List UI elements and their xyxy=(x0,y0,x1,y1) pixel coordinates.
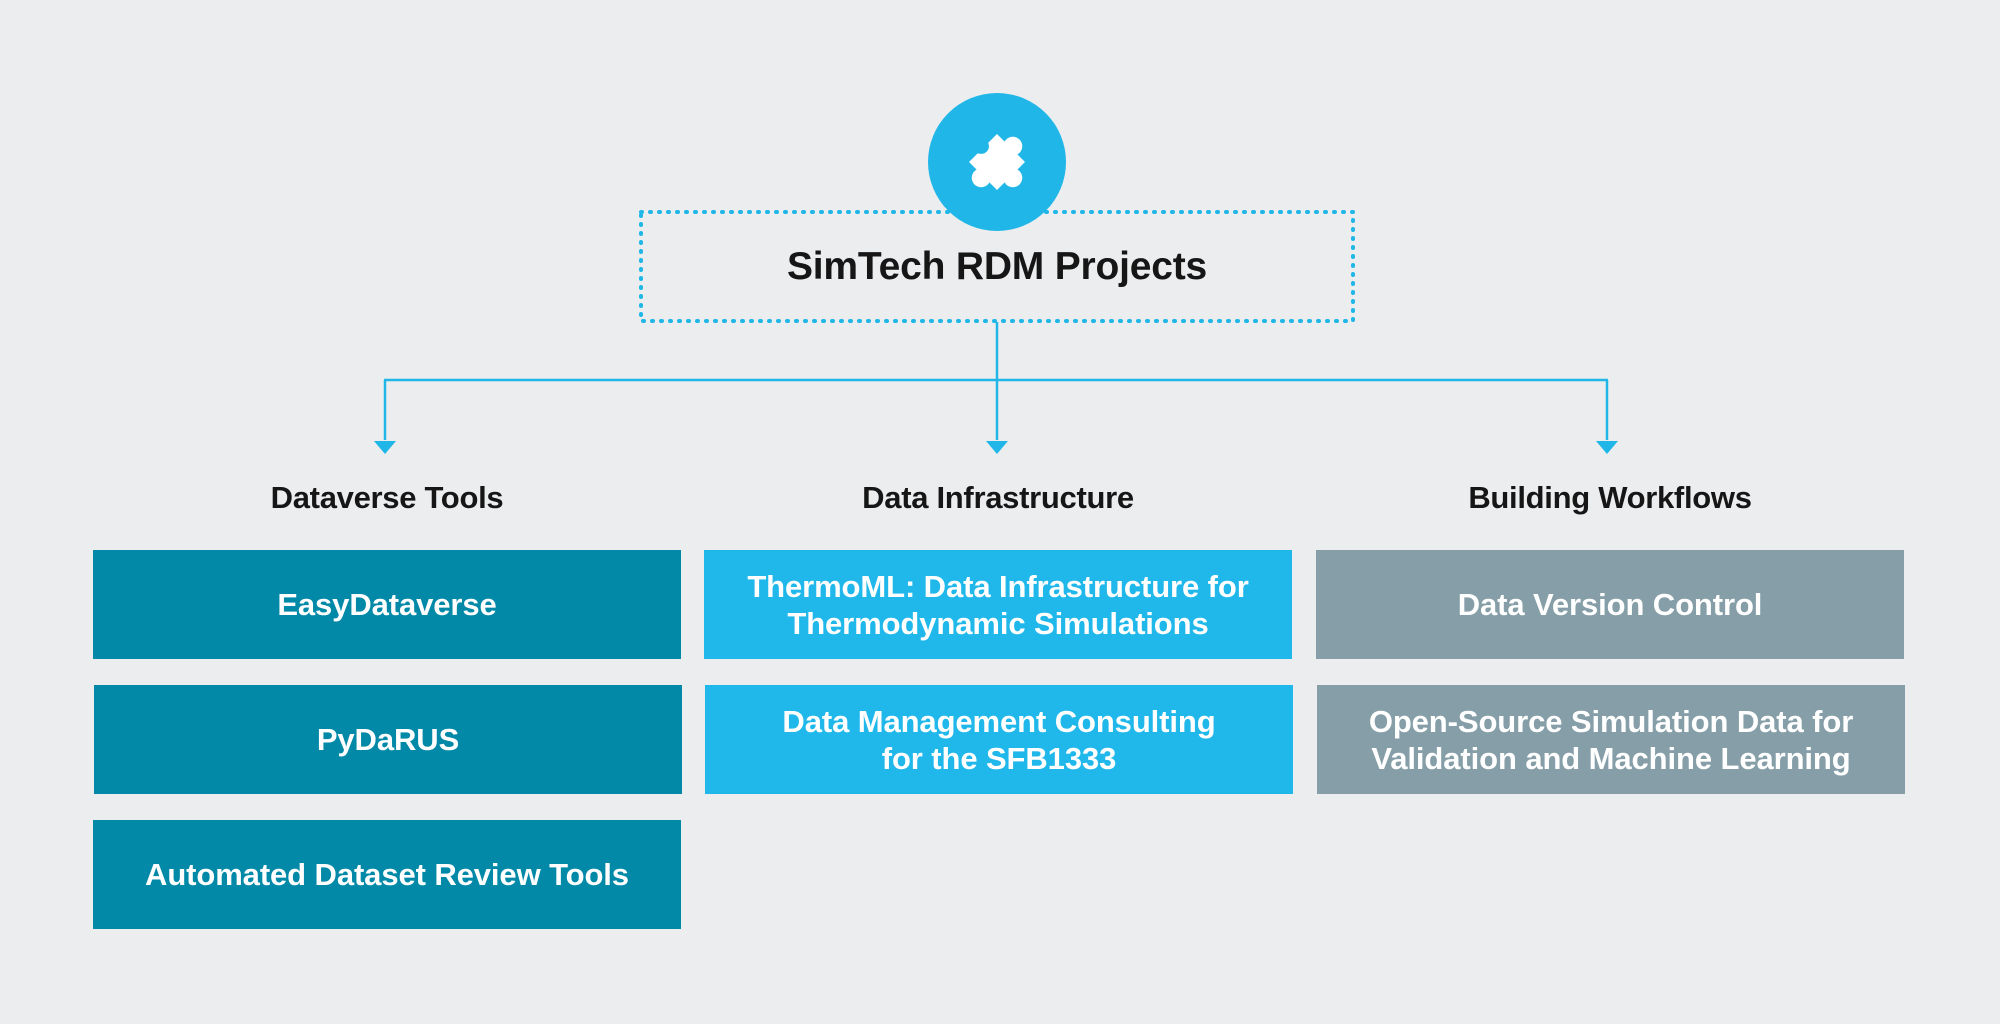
project-label: PyDaRUS xyxy=(316,722,460,757)
root-title: SimTech RDM Projects xyxy=(786,244,1208,288)
project-box-automated-dataset-review-tools: Automated Dataset Review Tools xyxy=(93,820,681,929)
project-label: Data Version Control xyxy=(1457,587,1763,622)
project-label: Automated Dataset Review Tools xyxy=(145,857,629,892)
arrowhead-dataverse-tools xyxy=(374,441,396,454)
puzzle-glyph xyxy=(969,134,1025,190)
project-label: Open-Source Simulation Data for Validati… xyxy=(1368,703,1854,776)
project-box-thermoml: ThermoML: Data Infrastructure for Thermo… xyxy=(704,550,1292,659)
root-dotted-frame xyxy=(639,210,1355,323)
project-box-data-version-control: Data Version Control xyxy=(1316,550,1904,659)
project-label: EasyDataverse xyxy=(277,587,497,622)
project-box-data-management-consulting: Data Management Consulting for the SFB13… xyxy=(705,685,1293,794)
project-box-easydataverse: EasyDataverse xyxy=(93,550,681,659)
project-box-pydarus: PyDaRUS xyxy=(94,685,682,794)
project-box-open-source-simulation-data: Open-Source Simulation Data for Validati… xyxy=(1317,685,1905,794)
project-label: ThermoML: Data Infrastructure for Thermo… xyxy=(747,568,1249,641)
project-label: Data Management Consulting for the SFB13… xyxy=(782,703,1216,776)
column-heading: Building Workflows xyxy=(1468,480,1752,515)
column-heading: Data Infrastructure xyxy=(862,480,1134,515)
arrowhead-data-infrastructure xyxy=(986,441,1008,454)
root-node: SimTech RDM Projects xyxy=(640,211,1354,322)
puzzle-piece-icon xyxy=(928,93,1066,231)
column-heading: Dataverse Tools xyxy=(270,480,504,515)
arrowhead-building-workflows xyxy=(1596,441,1618,454)
